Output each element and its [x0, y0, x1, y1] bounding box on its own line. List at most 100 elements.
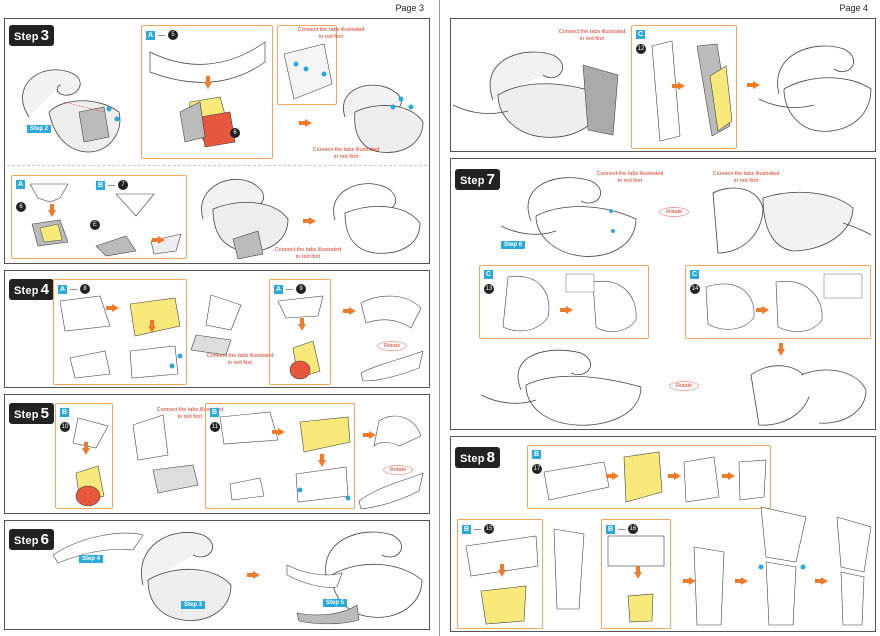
- assembled-head-illustration: [343, 84, 424, 153]
- part-b10-illustration: [72, 417, 109, 507]
- head-side-assembled-illustration: [758, 45, 872, 132]
- rotate-label-3: Rotate: [659, 207, 690, 217]
- mammoth-head-illustration: [22, 69, 121, 153]
- tusk-assembled-illustration: [360, 295, 424, 382]
- connect-tabs-note-4: Connect the tabs illustrated in red firs…: [206, 353, 274, 366]
- part-c14-label: C: [690, 270, 699, 279]
- step-5-reference: Step 5: [323, 599, 348, 607]
- head-back-assembled-illustration: [750, 365, 867, 426]
- part-a5-illustration: [149, 41, 266, 148]
- connect-tabs-note-5: Connect the tabs illustrated in red firs…: [156, 407, 224, 420]
- part-c14-illustration: [705, 273, 863, 332]
- tab-detail-illustration: [283, 43, 333, 100]
- down-arrow: [498, 564, 506, 577]
- part-b7-illustration: [115, 193, 155, 217]
- head-with-ear-illustration: [201, 178, 289, 260]
- tube-piece-illustration: [553, 528, 585, 610]
- right-arrow: [606, 472, 619, 480]
- right-arrow: [152, 236, 165, 244]
- connect-tabs-note: Connect the tabs illustrated in red firs…: [297, 27, 365, 40]
- down-arrow: [148, 320, 156, 333]
- part-10-number: 10: [60, 422, 70, 432]
- part-a5-label: A—5: [146, 30, 178, 40]
- ear-assembled-illustration: [358, 415, 424, 510]
- page-4: Page 4 Connect the tabs illustrated in r…: [442, 0, 880, 636]
- right-arrow: [299, 119, 312, 127]
- part-b17-box: B 17: [527, 445, 771, 509]
- connect-tabs-note-7: Connect the tabs illustrated in red firs…: [596, 171, 664, 184]
- part-b16-label: B—16: [606, 524, 638, 534]
- head-and-tusks-illustration: [52, 532, 232, 621]
- part-a6-label: A: [16, 180, 25, 189]
- right-arrow: [303, 217, 316, 225]
- down-arrow: [82, 442, 90, 455]
- step-4-reference: Step 4: [79, 555, 104, 563]
- part-b16-illustration: [607, 535, 665, 623]
- part-a6-b7-box: A 6 B—7 E: [11, 175, 187, 259]
- part-14-number: 14: [690, 284, 700, 294]
- down-arrow: [634, 566, 642, 579]
- head-outline-illustration: [500, 177, 637, 257]
- step-3-reference: Step 3: [181, 601, 206, 609]
- right-arrow: [247, 571, 260, 579]
- right-arrow: [343, 307, 356, 315]
- right-arrow: [683, 577, 696, 585]
- back-of-head-illustration: [712, 187, 872, 254]
- completed-head-outline: [333, 183, 421, 254]
- part-b11-illustration: [219, 411, 351, 503]
- part-b15-illustration: [465, 535, 539, 625]
- part-b17-illustration: [543, 451, 767, 503]
- step-6-reference: Step 6: [501, 241, 526, 249]
- part-b11-label: B: [210, 408, 219, 417]
- connect-tabs-note-8: Connect the tabs illustrated in red firs…: [712, 171, 780, 184]
- part-a6-illustration: [29, 183, 69, 247]
- part-a9-label: A—9: [274, 284, 306, 294]
- down-arrow: [48, 204, 56, 217]
- part-b10-box: B 10: [55, 403, 113, 509]
- head-tusks-assembled-illustration: [286, 531, 423, 625]
- page-number: Page 3: [395, 3, 424, 13]
- ear-piece-illustration: [132, 414, 199, 494]
- part-c12-box: C 12: [631, 25, 737, 149]
- right-arrow: [272, 428, 285, 436]
- part-11-number: 11: [210, 422, 220, 432]
- part-12-number: 12: [636, 44, 646, 54]
- part-c13-label: C: [484, 270, 493, 279]
- step-2-reference: Step 2: [27, 125, 52, 133]
- down-arrow: [204, 76, 212, 89]
- right-arrow: [815, 577, 828, 585]
- connect-tabs-note-6: Connect the tabs illustrated in red firs…: [558, 29, 626, 42]
- step-6-continued-panel: Connect the tabs illustrated in red firs…: [450, 18, 876, 152]
- page-divider: [439, 0, 440, 636]
- down-arrow: [298, 318, 306, 331]
- connect-tabs-note-3: Connect the tabs illustrated in red firs…: [274, 247, 342, 260]
- tube-assembled-illustration: [693, 546, 725, 626]
- part-a8-illustration: [59, 295, 183, 379]
- part-a9-illustration: [277, 295, 324, 380]
- part-13-number: 13: [484, 284, 494, 294]
- part-c12-label: C: [636, 30, 645, 39]
- part-b10-label: B: [60, 408, 69, 417]
- down-arrow: [777, 343, 785, 356]
- right-arrow: [747, 81, 760, 89]
- head-with-side-illustration: [452, 51, 619, 138]
- right-arrow: [560, 306, 573, 314]
- part-a5-box: A—5 6: [141, 25, 273, 159]
- right-arrow: [722, 472, 735, 480]
- section-divider: [7, 165, 427, 166]
- part-6-label: 6: [230, 128, 240, 138]
- part-b7-label: B—7: [96, 180, 128, 190]
- part-b15-box: B—15: [457, 519, 543, 629]
- head-front-assembled-illustration: [480, 349, 642, 426]
- leg-complete-illustration: [836, 516, 872, 626]
